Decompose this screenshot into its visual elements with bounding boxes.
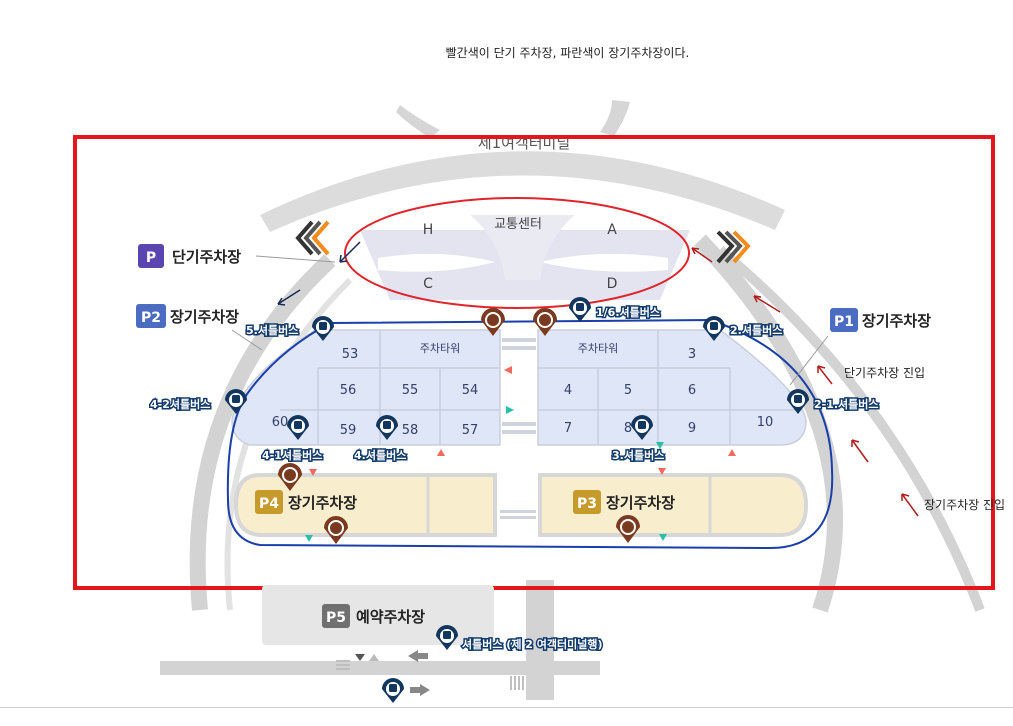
p3-lot — [538, 473, 809, 537]
lot-54: 54 — [462, 383, 479, 398]
bus-label-4-1: 4-1셔틀버스 — [262, 448, 322, 462]
p5-label: 예약주차장 — [356, 608, 425, 626]
lot-57: 57 — [462, 423, 479, 438]
zone-a: A — [607, 222, 617, 238]
entrance-chevron-icon-right — [716, 230, 751, 264]
lot-9: 9 — [688, 421, 696, 436]
p4-label: 장기주차장 — [288, 494, 357, 512]
lot-10: 10 — [757, 415, 774, 430]
entry-short-label: 단기주차장 진입 — [844, 366, 925, 380]
road-network — [160, 234, 985, 700]
p3-badge: P3 — [573, 490, 601, 514]
bus-label-3: 3.셔틀버스 — [612, 448, 664, 462]
lot-59: 59 — [340, 423, 357, 438]
lot-60: 60 — [272, 415, 289, 430]
bus-label-2: 2.셔틀버스 — [730, 323, 782, 337]
bottom-divider — [0, 707, 1013, 708]
zone-d: D — [607, 276, 618, 292]
p5-badge: P5 — [322, 604, 350, 628]
p1-badge-text: P1 — [834, 314, 854, 330]
short-term-badge-text: P — [146, 250, 156, 266]
p4-lot — [233, 473, 497, 537]
entry-long-label: 장기주차장 진입 — [924, 498, 1005, 512]
lot-3: 3 — [688, 347, 696, 362]
terminal-building — [260, 100, 785, 232]
entrance-chevron-icon-left — [295, 220, 330, 256]
highlight-box — [73, 135, 995, 590]
p3-label: 장기주차장 — [606, 494, 675, 512]
bus-label-2-1: 2-1.셔틀버스 — [814, 397, 879, 411]
lot-58: 58 — [402, 423, 419, 438]
long-term-outline — [226, 318, 834, 550]
transport-center-label: 교통센터 — [494, 217, 542, 232]
p4-badge-text: P4 — [259, 496, 279, 512]
lot-4: 4 — [564, 383, 572, 398]
p3-badge-text: P3 — [577, 496, 597, 512]
lot-53: 53 — [342, 347, 359, 362]
crosswalk — [336, 660, 524, 690]
p2-badge-text: P2 — [141, 310, 161, 326]
lots-right — [537, 329, 807, 446]
direction-markers — [305, 366, 736, 661]
bus-label-t2: 셔틀버스 (제 2 여객터미널행) — [462, 637, 603, 651]
lot-7: 7 — [564, 421, 572, 436]
caption: 빨간색이 단기 주차장, 파란색이 장기주차장이다. — [445, 46, 690, 60]
short-term-badge: P — [138, 244, 164, 268]
parking-map: 제1여객터미널 교통센터 H A C D 주차타워 — [73, 100, 1005, 703]
lot-6: 6 — [688, 383, 696, 398]
p5-lot — [262, 585, 494, 645]
entry-arrows — [691, 247, 919, 517]
bus-label-4-2: 4-2셔틀버스 — [150, 397, 210, 411]
bus-label-5: 5.셔틀버스 — [246, 323, 298, 337]
lot-56: 56 — [340, 383, 357, 398]
short-term-outline — [344, 197, 690, 309]
lot-8: 8 — [624, 421, 632, 436]
restaurant-marker-icon — [278, 308, 640, 544]
lot-55: 55 — [402, 383, 419, 398]
p1-label: 장기주차장 — [862, 312, 931, 330]
parking-tower-left: 주차타워 — [420, 342, 460, 355]
bus-stop-icon — [225, 297, 809, 703]
p2-label: 장기주차장 — [170, 308, 239, 326]
p4-badge: P4 — [255, 490, 283, 514]
p1-badge: P1 — [830, 308, 858, 332]
exit-arrows — [277, 241, 361, 306]
p5-badge-text: P5 — [326, 610, 346, 626]
short-term-label: 단기주차장 — [172, 248, 241, 266]
zone-h: H — [423, 222, 434, 238]
p2-badge: P2 — [136, 304, 166, 328]
arrow-icon — [408, 650, 430, 696]
lot-5: 5 — [624, 383, 632, 398]
parking-tower-right: 주차타워 — [578, 342, 618, 355]
bus-label-1-6: 1/6.셔틀버스 — [596, 305, 660, 319]
zone-c: C — [423, 276, 433, 292]
leader-lines — [231, 255, 829, 386]
bus-label-4: 4.셔틀버스 — [354, 448, 406, 462]
transport-center — [360, 215, 690, 300]
walkway — [500, 338, 536, 519]
